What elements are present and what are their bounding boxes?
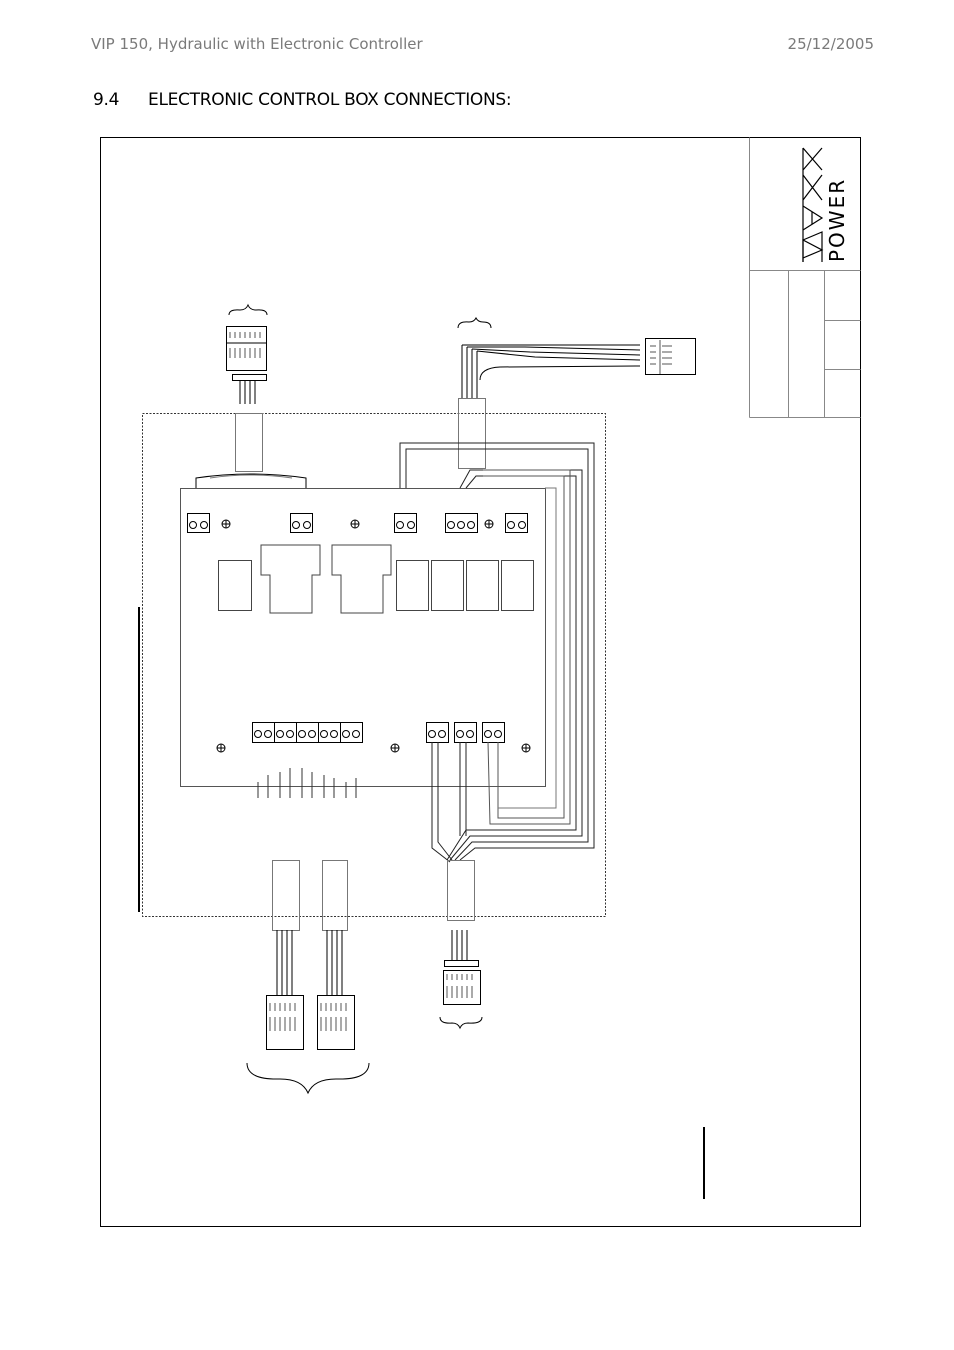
right-harness: [399, 442, 595, 863]
mounting-screws: [216, 519, 531, 753]
section-number: 9.4: [93, 90, 120, 110]
top-left-connector: [226, 303, 268, 472]
brand-logo: [802, 147, 824, 262]
pcb-board: [180, 488, 546, 787]
document-date: 25/12/2005: [787, 35, 874, 53]
wire-stubs: [257, 768, 357, 798]
title-block: [749, 137, 861, 418]
bottom-right-connector: [439, 860, 483, 1030]
brand-word: POWER: [825, 178, 849, 262]
document-title: VIP 150, Hydraulic with Electronic Contr…: [91, 35, 423, 53]
section-title: ELECTRONIC CONTROL BOX CONNECTIONS:: [148, 90, 512, 110]
bottom-left-connectors: [246, 860, 370, 1095]
section-heading: 9.4 ELECTRONIC CONTROL BOX CONNECTIONS:: [93, 90, 512, 110]
top-terminals: [187, 513, 528, 533]
control-box-enclosure: [142, 413, 606, 917]
top-right-connector: [457, 316, 696, 469]
drawing-frame: [100, 137, 861, 1227]
relays: [218, 544, 534, 614]
bottom-terminals: [252, 722, 505, 743]
